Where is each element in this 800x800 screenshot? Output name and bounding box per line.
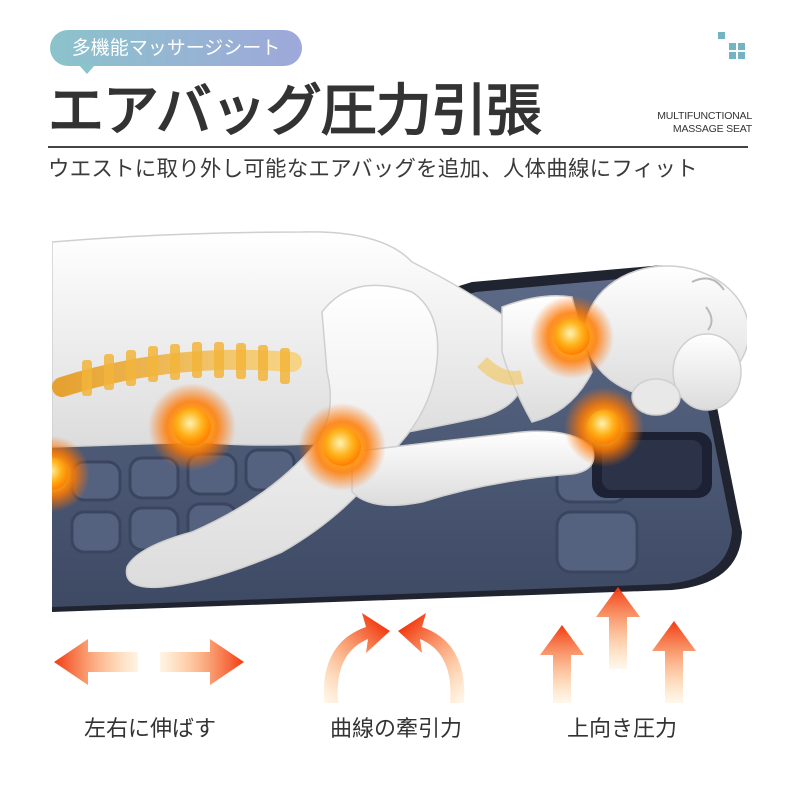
category-badge-text: 多機能マッサージシート (71, 37, 281, 59)
massage-node-lumbar (52, 436, 90, 512)
massage-mat-illustration (52, 231, 747, 612)
page-subtitle: ウエストに取り外し可能なエアバッグを追加、人体曲線にフィット (48, 157, 698, 182)
grid-squares-icon (716, 30, 746, 60)
curved-traction-arrows-icon (323, 613, 465, 703)
feature-label-curve-traction: 曲線の牽引力 (329, 717, 462, 742)
english-caption: MULTIFUNCTIONAL MASSAGE SEAT (622, 110, 752, 136)
feature-label-upward-pressure: 上向き圧力 (566, 717, 677, 742)
upward-arrows-icon (540, 587, 696, 703)
page-title: エアバッグ圧力引張 (48, 79, 542, 144)
feature-label-stretch: 左右に伸ばす (83, 717, 216, 742)
massage-node-back-left (148, 383, 236, 471)
category-badge: 多機能マッサージシート (50, 30, 302, 74)
massage-node-back-center (298, 403, 386, 491)
english-caption-line-2: MASSAGE SEAT (672, 123, 752, 135)
header-divider (48, 146, 748, 148)
massage-node-neck-lower (564, 387, 644, 467)
left-right-arrows-icon (54, 639, 244, 685)
massage-node-neck-upper (530, 295, 614, 379)
english-caption-line-1: MULTIFUNCTIONAL (657, 110, 752, 122)
